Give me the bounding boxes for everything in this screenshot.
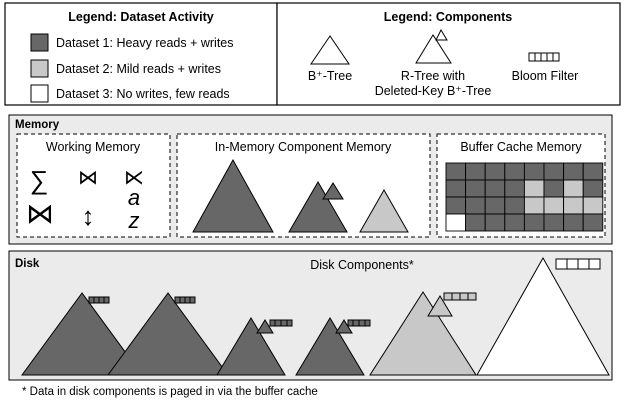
legend-label-dataset-3: Dataset 3: No writes, few reads	[56, 87, 230, 101]
letter-a-icon: a	[128, 185, 140, 210]
buffer-page-dataset-1	[543, 179, 565, 198]
legend-dataset-activity: Legend: Dataset Activity Dataset 1: Heav…	[4, 2, 278, 106]
buffer-page-dataset-1	[543, 162, 565, 181]
buffer-page-dataset-2	[582, 196, 604, 215]
letter-z-icon: z	[128, 208, 140, 233]
working-memory-title: Working Memory	[46, 140, 141, 154]
legend-swatch-dataset-3	[30, 84, 49, 103]
in-memory-btree-dataset-1	[192, 158, 274, 233]
bloom-filter-icon	[443, 292, 477, 301]
memory-title: Memory	[15, 119, 60, 131]
buffer-page-dataset-1	[445, 179, 467, 198]
buffer-page-dataset-1	[484, 162, 506, 181]
btree-triangle-icon	[310, 35, 350, 65]
buffer-page-dataset-1	[465, 196, 486, 215]
buffer-page-dataset-1	[504, 162, 525, 181]
buffer-page-dataset-1	[582, 179, 604, 198]
buffer-page-dataset-1	[484, 179, 506, 198]
legend-label-dataset-1: Dataset 1: Heavy reads + writes	[56, 36, 234, 50]
in-memory-btree-dataset-2	[359, 188, 409, 233]
buffer-page-dataset-1	[523, 162, 545, 181]
join-icon: ⋈	[78, 167, 98, 189]
buffer-page-dataset-1	[563, 162, 584, 181]
legend-rtree-label-line2: Deleted-Key B⁺-Tree	[375, 84, 492, 98]
buffer-page-dataset-2	[523, 196, 545, 215]
bloom-filter-icon	[528, 52, 560, 62]
bloom-filter-icon	[88, 296, 110, 304]
bowtie-icon: ⋈	[26, 198, 54, 229]
buffer-page-dataset-1	[465, 179, 486, 198]
buffer-page-dataset-2	[563, 179, 584, 198]
legend-activity-title: Legend: Dataset Activity	[68, 10, 213, 24]
bloom-filter-icon	[269, 319, 293, 327]
legend-rtree-label-line1: R-Tree with	[401, 69, 465, 83]
buffer-page-dataset-2	[523, 179, 545, 198]
buffer-page-dataset-1	[465, 162, 486, 181]
bloom-filter-icon	[174, 296, 196, 304]
buffer-cache-title: Buffer Cache Memory	[460, 140, 582, 154]
buffer-page-dataset-1	[504, 179, 525, 198]
buffer-cache-grid	[445, 162, 604, 232]
in-memory-component-title: In-Memory Component Memory	[215, 140, 392, 154]
buffer-page-dataset-1	[445, 162, 467, 181]
buffer-page-dataset-1	[582, 162, 604, 181]
buffer-page-dataset-1	[504, 213, 525, 232]
buffer-page-dataset-1	[582, 213, 604, 232]
buffer-page-dataset-1	[465, 213, 486, 232]
disk-rtree-dataset-1	[295, 317, 371, 376]
working-memory-box	[16, 133, 171, 238]
buffer-page-dataset-1	[523, 213, 545, 232]
buffer-page-dataset-3	[445, 213, 467, 232]
semijoin-icon: ⋉	[124, 167, 144, 189]
sum-icon: ∑	[30, 165, 49, 195]
bloom-filter-icon	[347, 319, 371, 327]
bloom-filter-icon	[555, 258, 601, 270]
buffer-page-dataset-1	[543, 213, 565, 232]
disk-components-label: Disk Components*	[310, 258, 414, 272]
legend-bloom-label: Bloom Filter	[512, 69, 579, 83]
buffer-page-dataset-1	[445, 196, 467, 215]
buffer-page-dataset-2	[543, 196, 565, 215]
in-memory-rtree-dataset-1	[288, 181, 348, 233]
legend-btree-label: B⁺-Tree	[308, 69, 352, 83]
disk-title: Disk	[15, 258, 40, 270]
buffer-page-dataset-1	[563, 213, 584, 232]
legend-components: Legend: Components B⁺-Tree R-Tree with D…	[276, 2, 621, 106]
disk-panel: Disk Disk Components*	[8, 250, 613, 381]
legend-swatch-dataset-1	[30, 33, 49, 52]
disk-btree-dataset-3	[476, 256, 610, 376]
buffer-page-dataset-1	[484, 213, 506, 232]
buffer-page-dataset-1	[484, 196, 506, 215]
buffer-page-dataset-2	[563, 196, 584, 215]
disk-btree-dataset-1	[21, 292, 143, 376]
sort-arrow-icon: ↕	[82, 201, 95, 231]
legend-swatch-dataset-2	[30, 59, 49, 78]
disk-rtree-dataset-1	[216, 317, 293, 376]
memory-panel: Memory Working Memory ∑ ⋈ ⋉ ⋈ ↕ a z In-M…	[8, 114, 613, 245]
rtree-triangle-icon	[415, 28, 452, 64]
buffer-page-dataset-1	[504, 196, 525, 215]
disk-rtree-dataset-2	[369, 291, 477, 376]
disk-btree-dataset-1	[107, 292, 229, 376]
legend-components-title: Legend: Components	[384, 10, 513, 24]
footnote: * Data in disk components is paged in vi…	[22, 386, 318, 398]
legend-label-dataset-2: Dataset 2: Mild reads + writes	[56, 62, 221, 76]
